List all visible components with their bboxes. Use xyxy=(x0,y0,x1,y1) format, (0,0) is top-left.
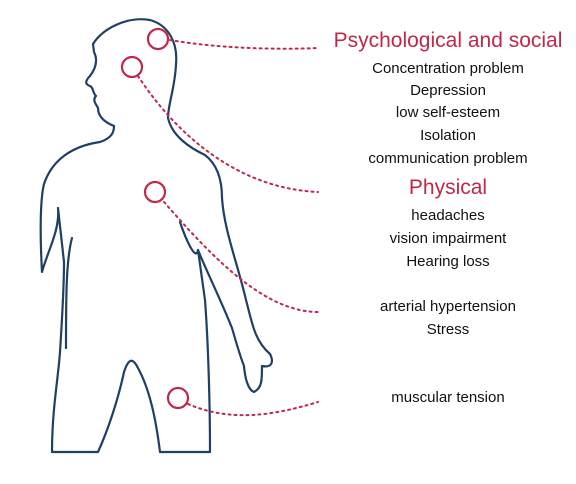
marker-ear xyxy=(120,55,144,79)
symptom-muscular-tension: muscular tension xyxy=(391,389,505,406)
symptom-concentration-problem: Concentration problem xyxy=(372,60,524,77)
connector-ear xyxy=(137,75,319,193)
symptom-hearing-loss: Hearing loss xyxy=(406,253,490,270)
arm-inner-line xyxy=(64,236,74,350)
symptom-arterial-hypertension: arterial hypertension xyxy=(380,298,516,315)
symptom-communication-problem: communication problem xyxy=(368,150,528,167)
heading-psychological-social: Psychological and social xyxy=(333,29,563,52)
connector-head xyxy=(169,39,319,50)
heading-physical: Physical xyxy=(408,176,488,199)
marker-head xyxy=(146,27,170,51)
connector-hip xyxy=(187,401,319,417)
connector-chest xyxy=(163,201,319,313)
symptom-depression: Depression xyxy=(410,82,486,99)
marker-chest xyxy=(143,180,167,204)
symptom-low-self-esteem: low self-esteem xyxy=(395,104,501,121)
human-silhouette xyxy=(39,18,273,454)
symptom-stress: Stress xyxy=(426,321,470,338)
symptom-isolation: Isolation xyxy=(420,127,476,144)
marker-hip xyxy=(166,386,190,410)
symptom-headaches: headaches xyxy=(411,207,485,224)
symptom-vision-impairment: vision impairment xyxy=(389,230,507,247)
arm-inner-line-right xyxy=(178,220,200,255)
